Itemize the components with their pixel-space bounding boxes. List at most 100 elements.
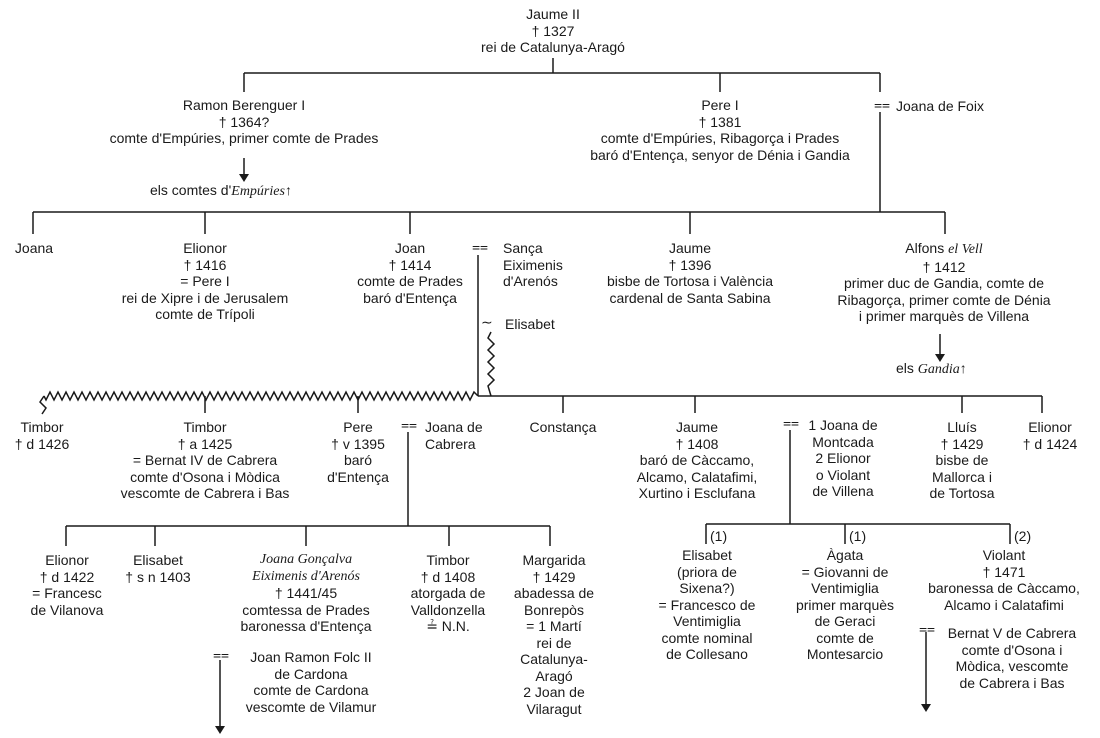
person-joana-goncalva: Joana Gonçalva Eiximenis d'Arenós † 1441… — [214, 552, 398, 635]
lineage-italic: Gandia — [917, 362, 960, 377]
person-title: baronessa d'Entença — [240, 618, 372, 634]
person-name: Jaume — [668, 240, 712, 256]
person-title: d'Entença — [327, 468, 389, 485]
person-name: Pere — [343, 419, 373, 435]
person-name: Constança — [529, 419, 597, 435]
person-joan-1414: Joan † 1414 comte de Prades baró d'Enten… — [345, 240, 475, 306]
person-dates: † 1441/45 — [274, 585, 338, 601]
person-bernat-v: Bernat V de Cabrera comte d'Osona i Mòdi… — [932, 625, 1092, 691]
person-spouse: 2 Elionor — [815, 450, 871, 466]
person-name: Violant — [982, 547, 1026, 563]
person-spouse: de Cardona — [274, 665, 348, 682]
person-name: Margarida — [522, 552, 586, 568]
person-jaume-spouses: 1 Joana de Montcada 2 Elionor o Violant … — [800, 417, 886, 500]
person-elisabet-1403: Elisabet † s n 1403 — [112, 552, 204, 585]
person-spouse: rei de — [536, 634, 572, 651]
person-name: Cabrera — [425, 435, 476, 452]
person-name: Elionor — [183, 240, 227, 256]
person-spouse: ≟ N.N. — [426, 618, 470, 634]
person-spouse: = 1 Martí — [526, 618, 582, 634]
person-spouse: de Villena — [812, 483, 874, 499]
wavy-sign: ∼ — [481, 314, 493, 330]
person-jaume-ii: Jaume II † 1327 rei de Catalunya-Aragó — [460, 6, 646, 56]
person-name: Elionor — [45, 552, 89, 568]
person-title: de Cabrera i Bas — [959, 674, 1065, 691]
lineage-gandia: els Gandia↑ — [896, 360, 967, 378]
person-title: Sixena?) — [679, 580, 735, 596]
person-name: Alfons — [905, 240, 945, 256]
person-jaume-1408: Jaume † 1408 baró de Càccamo, Alcamo, Ca… — [618, 419, 776, 502]
person-title: comte de — [816, 629, 874, 646]
lineage-text: els comtes d' — [150, 182, 232, 198]
person-title: primer marquès — [795, 596, 895, 613]
person-name: Timbor — [426, 552, 470, 568]
person-spouse: = Francesc — [32, 585, 102, 601]
person-alfons-el-vell: Alfons el Vell † 1412 primer duc de Gand… — [816, 240, 1072, 325]
person-elisabet-priora: Elisabet (priora de Sixena?) = Francesco… — [642, 547, 772, 663]
person-dates: † 1429 — [940, 435, 984, 452]
person-title: baronessa de Càccamo, — [928, 580, 1080, 596]
person-dates: † a 1425 — [177, 435, 233, 452]
person-title: rei de Xipre i de Jerusalem — [121, 289, 289, 306]
marriage-number: (2) — [1014, 528, 1032, 544]
person-dates: † 1381 — [698, 113, 742, 130]
person-title: Valldonzella — [410, 601, 486, 618]
person-title: baró d'Entença — [363, 289, 457, 306]
marriage-sign: ⩵ — [874, 96, 891, 112]
person-agata: Àgata = Giovanni de Ventimiglia primer m… — [780, 547, 910, 663]
person-dates: † 1408 — [675, 435, 719, 452]
person-name: Timbor — [20, 419, 64, 435]
person-title: comte d'Empúries, Ribagorça i Prades — [600, 130, 840, 146]
person-elionor-1424: Elionor † d 1424 — [1010, 419, 1090, 452]
wavy-connector — [486, 331, 496, 397]
arrow-down-icon — [921, 704, 931, 712]
person-dates: † 1412 — [922, 258, 966, 275]
person-spouse: = Francesco de — [658, 596, 756, 613]
person-title: comte d'Empúries, primer comte de Prades — [109, 130, 379, 146]
marriage-sign: ⩵ — [213, 646, 230, 662]
person-title: comte nominal — [661, 629, 753, 646]
person-spouse: = Giovanni de — [801, 563, 889, 580]
person-name: Àgata — [826, 547, 864, 563]
person-spouse: Aragó — [535, 667, 573, 684]
person-spouse: Bernat V de Cabrera — [947, 625, 1077, 641]
person-ramon-berenguer: Ramon Berenguer I † 1364? comte d'Empúri… — [74, 97, 414, 147]
person-dates: † v 1395 — [331, 435, 385, 452]
person-timbor-1425: Timbor † a 1425 = Bernat IV de Cabrera c… — [100, 419, 310, 502]
person-name: Sança — [503, 240, 543, 256]
person-title: (priora de — [677, 563, 737, 580]
person-title: comte de Prades — [357, 273, 463, 289]
person-title: comtessa de Prades — [242, 601, 370, 618]
person-violant: Violant † 1471 baronessa de Càccamo, Alc… — [912, 547, 1096, 613]
person-epithet: el Vell — [948, 242, 983, 257]
arrow-up-icon: ↑ — [959, 360, 967, 376]
person-elionor-1422: Elionor † d 1422 = Francesc de Vilanova — [12, 552, 122, 618]
person-name: Joana Gonçalva — [259, 552, 353, 567]
person-dates: † d 1408 — [420, 568, 476, 585]
marriage-number: (1) — [849, 528, 867, 544]
person-title: Alcamo, Calatafimi, — [636, 468, 758, 485]
person-title: Bonrepòs — [524, 601, 584, 618]
marriage-sign: ⩵ — [472, 238, 489, 254]
person-dates: † d 1422 — [39, 568, 95, 585]
person-title: baró d'Entença, senyor de Dénia i Gandia — [590, 146, 850, 163]
marriage-sign: ⩵ — [401, 416, 418, 432]
arrow-up-icon: ↑ — [284, 182, 292, 198]
person-name: Timbor — [183, 419, 227, 435]
lineage-text: els — [896, 360, 918, 376]
person-title: i primer marquès de Villena — [858, 308, 1030, 324]
person-title: rei de Catalunya-Aragó — [481, 39, 625, 55]
person-dates: † d 1426 — [14, 435, 70, 452]
person-name: Eiximenis — [503, 256, 563, 273]
person-spouse: Catalunya- — [520, 651, 588, 667]
marriage-sign: ⩵ — [783, 414, 800, 430]
person-title: atorgada de — [410, 585, 486, 601]
wavy-connector — [39, 395, 47, 415]
person-dates: † 1327 — [531, 22, 575, 39]
person-title: Ribagorça, primer comte de Dénia — [837, 291, 1051, 308]
person-dates: † 1414 — [388, 256, 432, 273]
person-name: Jaume — [675, 419, 719, 435]
person-title: Montesarcio — [806, 646, 884, 662]
